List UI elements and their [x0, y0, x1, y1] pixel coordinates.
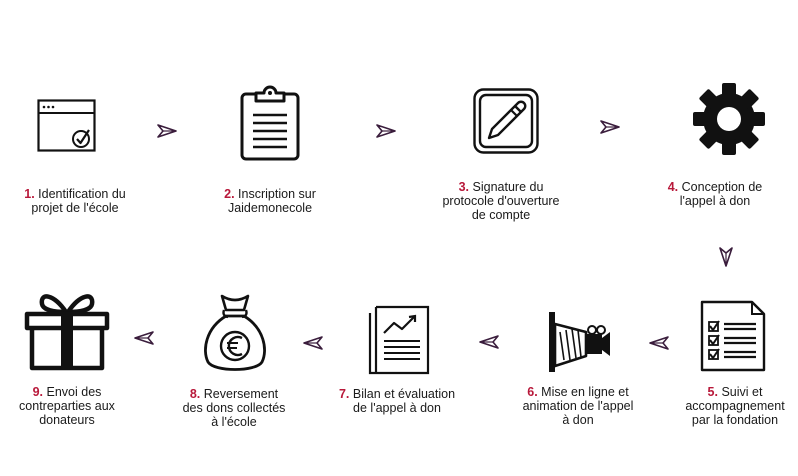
browser-check-icon	[37, 99, 96, 152]
step-8-label: 8. Reversement des dons collectés à l'éc…	[159, 387, 309, 429]
step-7-label: 7. Bilan et évaluation de l'appel à don	[322, 387, 472, 415]
arrow-left-icon	[303, 336, 323, 350]
step-number: 9.	[32, 385, 44, 399]
step-text: des dons collectés	[182, 401, 286, 415]
video-camera-icon	[549, 312, 610, 372]
step-text: Bilan et évaluation	[352, 387, 456, 401]
arrow-right-icon	[600, 120, 620, 134]
pen-signature-icon	[473, 88, 539, 154]
step-text: à don	[562, 413, 594, 427]
arrow-left-icon	[649, 336, 669, 350]
step-9-label: 9. Envoi des contreparties aux donateurs	[0, 385, 142, 427]
step-number: 5.	[707, 385, 718, 399]
step-number: 8.	[189, 387, 201, 401]
step-text: de compte	[471, 208, 531, 222]
step-text: protocole d'ouverture	[442, 194, 560, 208]
arrow-left-icon	[479, 335, 499, 349]
step-number: 1.	[24, 187, 35, 201]
arrow-left-icon	[134, 331, 154, 345]
step-text: Suivi et	[721, 385, 763, 399]
step-number: 4.	[667, 180, 679, 194]
step-text: Inscription sur	[238, 187, 316, 201]
gear-icon	[693, 83, 765, 155]
step-text: à l'école	[211, 415, 257, 429]
arrow-down-icon	[719, 247, 733, 267]
step-number: 2.	[224, 187, 235, 201]
step-text: Conception de	[681, 180, 763, 194]
step-text: contreparties aux	[19, 399, 115, 413]
step-text: Identification du	[38, 187, 126, 201]
step-text: Mise en ligne et	[541, 385, 629, 399]
checklist-icon	[700, 300, 766, 372]
step-text: accompagnement	[685, 399, 785, 413]
step-text: donateurs	[39, 413, 95, 427]
step-text: projet de l'école	[31, 201, 119, 215]
report-chart-icon	[368, 305, 430, 375]
step-text: Signature du	[472, 180, 544, 194]
euro-bag-icon	[204, 294, 266, 371]
step-text: l'appel à don	[679, 194, 751, 208]
step-text: Jaidemonecole	[227, 201, 313, 215]
step-5-label: 5. Suivi et accompagnement par la fondat…	[660, 385, 798, 427]
arrow-right-icon	[376, 124, 396, 138]
step-text: animation de l'appel	[522, 399, 634, 413]
step-4-label: 4. Conception de l'appel à don	[640, 180, 790, 208]
step-1-label: 1. Identification du projet de l'école	[0, 187, 150, 215]
step-6-label: 6. Mise en ligne et animation de l'appel…	[503, 385, 653, 427]
step-text: par la fondation	[691, 413, 779, 427]
step-3-label: 3. Signature du protocole d'ouverture de…	[426, 180, 576, 222]
gift-icon	[24, 294, 110, 371]
step-number: 7.	[338, 387, 350, 401]
step-text: Reversement	[203, 387, 279, 401]
step-number: 6.	[527, 385, 538, 399]
step-text: de l'appel à don	[353, 401, 441, 415]
step-text: Envoi des	[46, 385, 102, 399]
step-number: 3.	[458, 180, 470, 194]
clipboard-icon	[240, 85, 300, 161]
step-2-label: 2. Inscription sur Jaidemonecole	[195, 187, 345, 215]
arrow-right-icon	[157, 124, 177, 138]
